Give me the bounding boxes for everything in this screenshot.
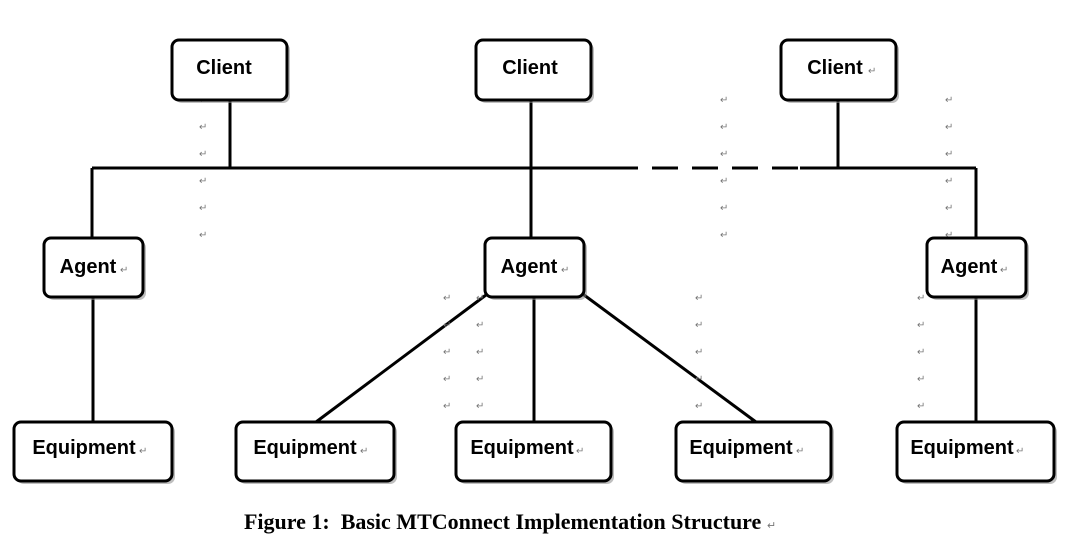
- client-3-mark: ↵: [868, 66, 876, 77]
- agent-node-2: Agent ↵: [483, 236, 587, 300]
- paragraph-mark-5: ↵: [199, 230, 207, 241]
- paragraph-mark-11: ↵: [720, 230, 728, 241]
- paragraph-mark-13: ↵: [945, 122, 953, 133]
- paragraph-mark-3: ↵: [199, 176, 207, 187]
- equipment-node-1: Equipment ↵: [12, 420, 175, 484]
- equipment-node-2: Equipment ↵: [234, 420, 397, 484]
- paragraph-mark-23: ↵: [476, 293, 484, 304]
- paragraph-mark-6: ↵: [720, 95, 728, 106]
- connectors: [90, 100, 978, 424]
- paragraph-mark-21: ↵: [443, 374, 451, 385]
- paragraph-mark-25: ↵: [476, 347, 484, 358]
- paragraph-mark-4: ↵: [199, 203, 207, 214]
- paragraph-mark-9: ↵: [720, 176, 728, 187]
- paragraph-mark-27: ↵: [476, 401, 484, 412]
- client-3-label: Client: [807, 57, 863, 79]
- paragraph-mark-24: ↵: [476, 320, 484, 331]
- agent-2-mark: ↵: [561, 265, 569, 276]
- paragraph-mark-37: ↵: [917, 401, 925, 412]
- agent-1-label: Agent: [60, 256, 117, 278]
- equipment-2-mark: ↵: [360, 446, 368, 457]
- equipment-2-label: Equipment: [253, 437, 357, 459]
- paragraph-mark-26: ↵: [476, 374, 484, 385]
- paragraph-mark-15: ↵: [945, 176, 953, 187]
- caption-mark: ↵: [766, 519, 777, 532]
- paragraph-mark-8: ↵: [720, 149, 728, 160]
- client-node-1: Client: [170, 38, 290, 103]
- paragraph-mark-29: ↵: [695, 320, 703, 331]
- paragraph-mark-20: ↵: [443, 347, 451, 358]
- equipment-node-4: Equipment ↵: [674, 420, 834, 484]
- paragraph-mark-32: ↵: [695, 401, 703, 412]
- equipment-node-3: Equipment ↵: [454, 420, 614, 484]
- paragraph-mark-36: ↵: [917, 374, 925, 385]
- equipment-node-5: Equipment ↵: [895, 420, 1057, 484]
- client-node-3: Client ↵: [779, 38, 899, 103]
- equipment-1-label: Equipment: [32, 437, 136, 459]
- agent-3-label: Agent: [941, 256, 998, 278]
- client-node-2: Client: [474, 38, 594, 103]
- equipment-5-label: Equipment: [910, 437, 1014, 459]
- paragraph-mark-10: ↵: [720, 203, 728, 214]
- paragraph-mark-14: ↵: [945, 149, 953, 160]
- equipment-5-mark: ↵: [1016, 446, 1024, 457]
- agent-node-1: Agent ↵: [42, 236, 146, 300]
- paragraph-mark-19: ↵: [443, 320, 451, 331]
- equipment-4-mark: ↵: [796, 446, 804, 457]
- equipment-4-label: Equipment: [689, 437, 793, 459]
- paragraph-mark-34: ↵: [917, 320, 925, 331]
- agent-node-3: Agent ↵: [925, 236, 1029, 300]
- client-2-label: Client: [502, 57, 558, 79]
- equipment-3-label: Equipment: [470, 437, 574, 459]
- equipment-1-mark: ↵: [139, 446, 147, 457]
- paragraph-mark-30: ↵: [695, 347, 703, 358]
- paragraph-mark-18: ↵: [443, 293, 451, 304]
- agent-2-equipment-4-link: [579, 290, 757, 424]
- equipment-3-mark: ↵: [576, 446, 584, 457]
- figure-caption-text: Figure 1: Basic MTConnect Implementation…: [243, 509, 762, 534]
- figure-caption: Figure 1: Basic MTConnect Implementation…: [0, 509, 1020, 535]
- paragraph-mark-33: ↵: [917, 293, 925, 304]
- paragraph-mark-2: ↵: [199, 149, 207, 160]
- paragraph-mark-12: ↵: [945, 95, 953, 106]
- paragraph-mark-1: ↵: [199, 122, 207, 133]
- agent-2-equipment-2-link: [315, 290, 491, 424]
- paragraph-mark-7: ↵: [720, 122, 728, 133]
- paragraph-mark-16: ↵: [945, 203, 953, 214]
- agent-1-mark: ↵: [120, 265, 128, 276]
- paragraph-mark-28: ↵: [695, 293, 703, 304]
- paragraph-mark-17: ↵: [945, 230, 953, 241]
- paragraph-mark-22: ↵: [443, 401, 451, 412]
- paragraph-mark-31: ↵: [695, 374, 703, 385]
- paragraph-mark-35: ↵: [917, 347, 925, 358]
- agent-3-mark: ↵: [1000, 265, 1008, 276]
- client-1-label: Client: [196, 57, 252, 79]
- agent-2-label: Agent: [501, 256, 558, 278]
